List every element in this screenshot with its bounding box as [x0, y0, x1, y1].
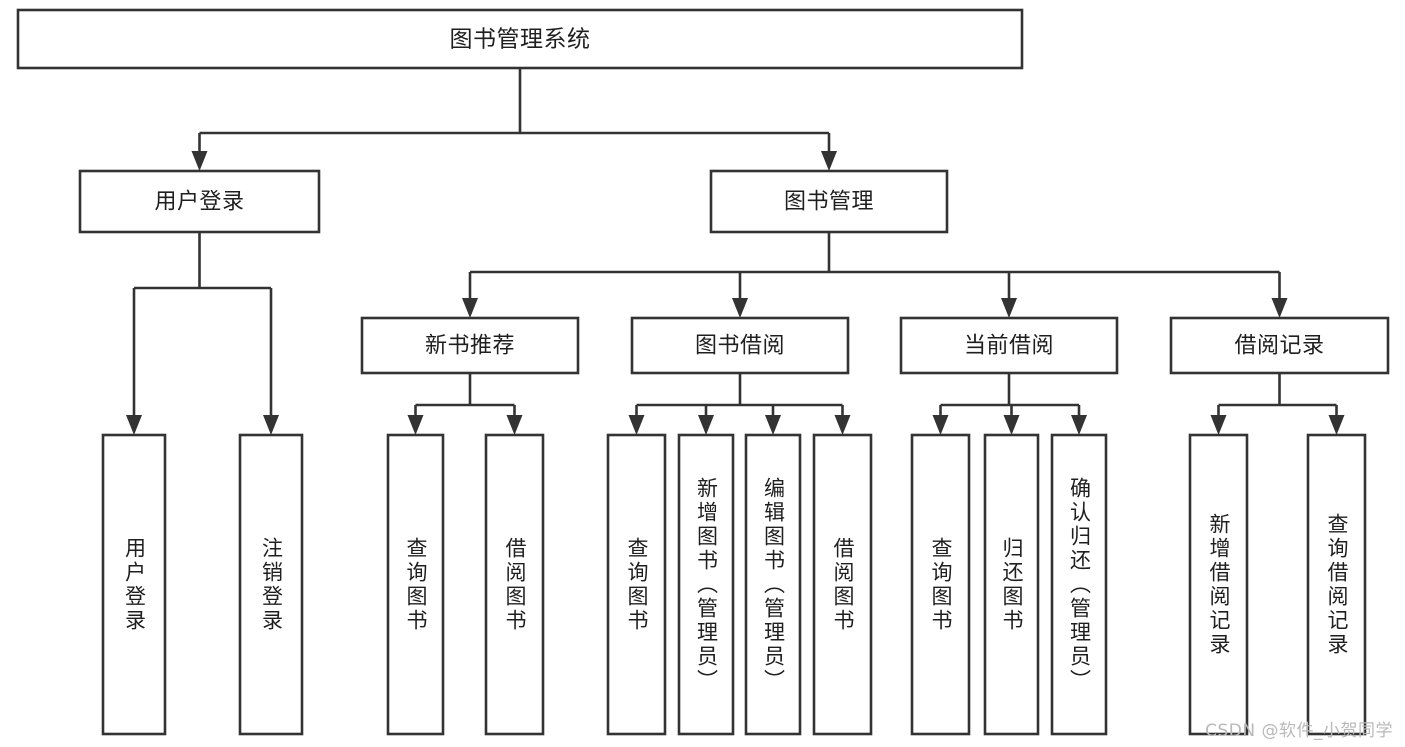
arrow-down-icon [821, 151, 837, 171]
node-leaf-3[interactable] [484, 433, 545, 736]
node-leaf-5[interactable] [677, 433, 735, 736]
node-label: 图书管理 [784, 190, 874, 215]
node-box-rect[interactable] [16, 8, 1024, 70]
node-level2-1[interactable]: 图书借阅 [630, 316, 850, 375]
arrow-down-icon [834, 415, 851, 435]
node-box-rect[interactable] [1306, 433, 1367, 736]
node-leaf-10[interactable] [1050, 433, 1108, 736]
node-leaf-9[interactable] [983, 433, 1040, 736]
arrow-down-icon [1210, 415, 1227, 435]
node-leaf-12[interactable] [1306, 433, 1367, 736]
watermark-text: CSDN @软件_小贺同学 [1205, 721, 1393, 741]
node-label: 用户登录 [154, 190, 244, 215]
arrow-down-icon [407, 415, 424, 435]
node-root-0[interactable]: 图书管理系统 [16, 8, 1024, 70]
node-box-rect[interactable] [910, 433, 971, 736]
node-box-rect[interactable] [709, 169, 949, 234]
node-box-rect[interactable] [812, 433, 873, 736]
node-level1-0[interactable]: 用户登录 [78, 169, 321, 234]
node-leaf-8[interactable] [910, 433, 971, 736]
node-leaf-4[interactable] [606, 433, 667, 736]
node-box-rect[interactable] [1188, 433, 1249, 736]
node-box-rect[interactable] [630, 316, 850, 375]
node-box-rect[interactable] [744, 433, 802, 736]
node-box-rect[interactable] [360, 316, 580, 375]
arrow-down-icon [1328, 415, 1345, 435]
arrow-down-icon [932, 415, 949, 435]
arrow-down-icon [126, 415, 142, 435]
arrow-down-icon [506, 415, 523, 435]
node-box-rect[interactable] [606, 433, 667, 736]
node-label: 新书推荐 [425, 334, 515, 359]
arrow-down-icon [1001, 298, 1017, 318]
node-box-rect[interactable] [386, 433, 445, 736]
arrow-down-icon [1003, 415, 1020, 435]
node-box-rect[interactable] [238, 433, 304, 736]
node-box-rect[interactable] [101, 433, 167, 736]
node-label: 当前借阅 [964, 334, 1054, 359]
node-leaf-11[interactable] [1188, 433, 1249, 736]
node-leaf-1[interactable] [238, 433, 304, 736]
node-box-rect[interactable] [78, 169, 321, 234]
arrow-down-icon [732, 298, 748, 318]
node-box-rect[interactable] [983, 433, 1040, 736]
arrow-down-icon [765, 415, 781, 435]
arrow-down-icon [698, 415, 714, 435]
node-box-rect[interactable] [1050, 433, 1108, 736]
connectors-layer [126, 68, 1345, 435]
node-box-rect[interactable] [484, 433, 545, 736]
node-leaf-2[interactable] [386, 433, 445, 736]
arrow-down-icon [462, 298, 478, 318]
node-label: 图书管理系统 [450, 27, 591, 53]
node-box-rect[interactable] [1169, 316, 1390, 375]
node-label: 图书借阅 [695, 334, 785, 359]
node-leaf-7[interactable] [812, 433, 873, 736]
node-box-rect[interactable] [899, 316, 1119, 375]
arrow-down-icon [263, 415, 279, 435]
arrow-down-icon [628, 415, 645, 435]
node-label: 借阅记录 [1234, 334, 1324, 359]
arrow-down-icon [1271, 298, 1288, 318]
arrow-down-icon [1071, 415, 1087, 435]
node-level2-0[interactable]: 新书推荐 [360, 316, 580, 375]
node-level2-3[interactable]: 借阅记录 [1169, 316, 1390, 375]
node-box-rect[interactable] [677, 433, 735, 736]
node-leaf-6[interactable] [744, 433, 802, 736]
node-leaf-0[interactable] [101, 433, 167, 736]
arrow-down-icon [191, 151, 208, 171]
node-level1-1[interactable]: 图书管理 [709, 169, 949, 234]
node-level2-2[interactable]: 当前借阅 [899, 316, 1119, 375]
